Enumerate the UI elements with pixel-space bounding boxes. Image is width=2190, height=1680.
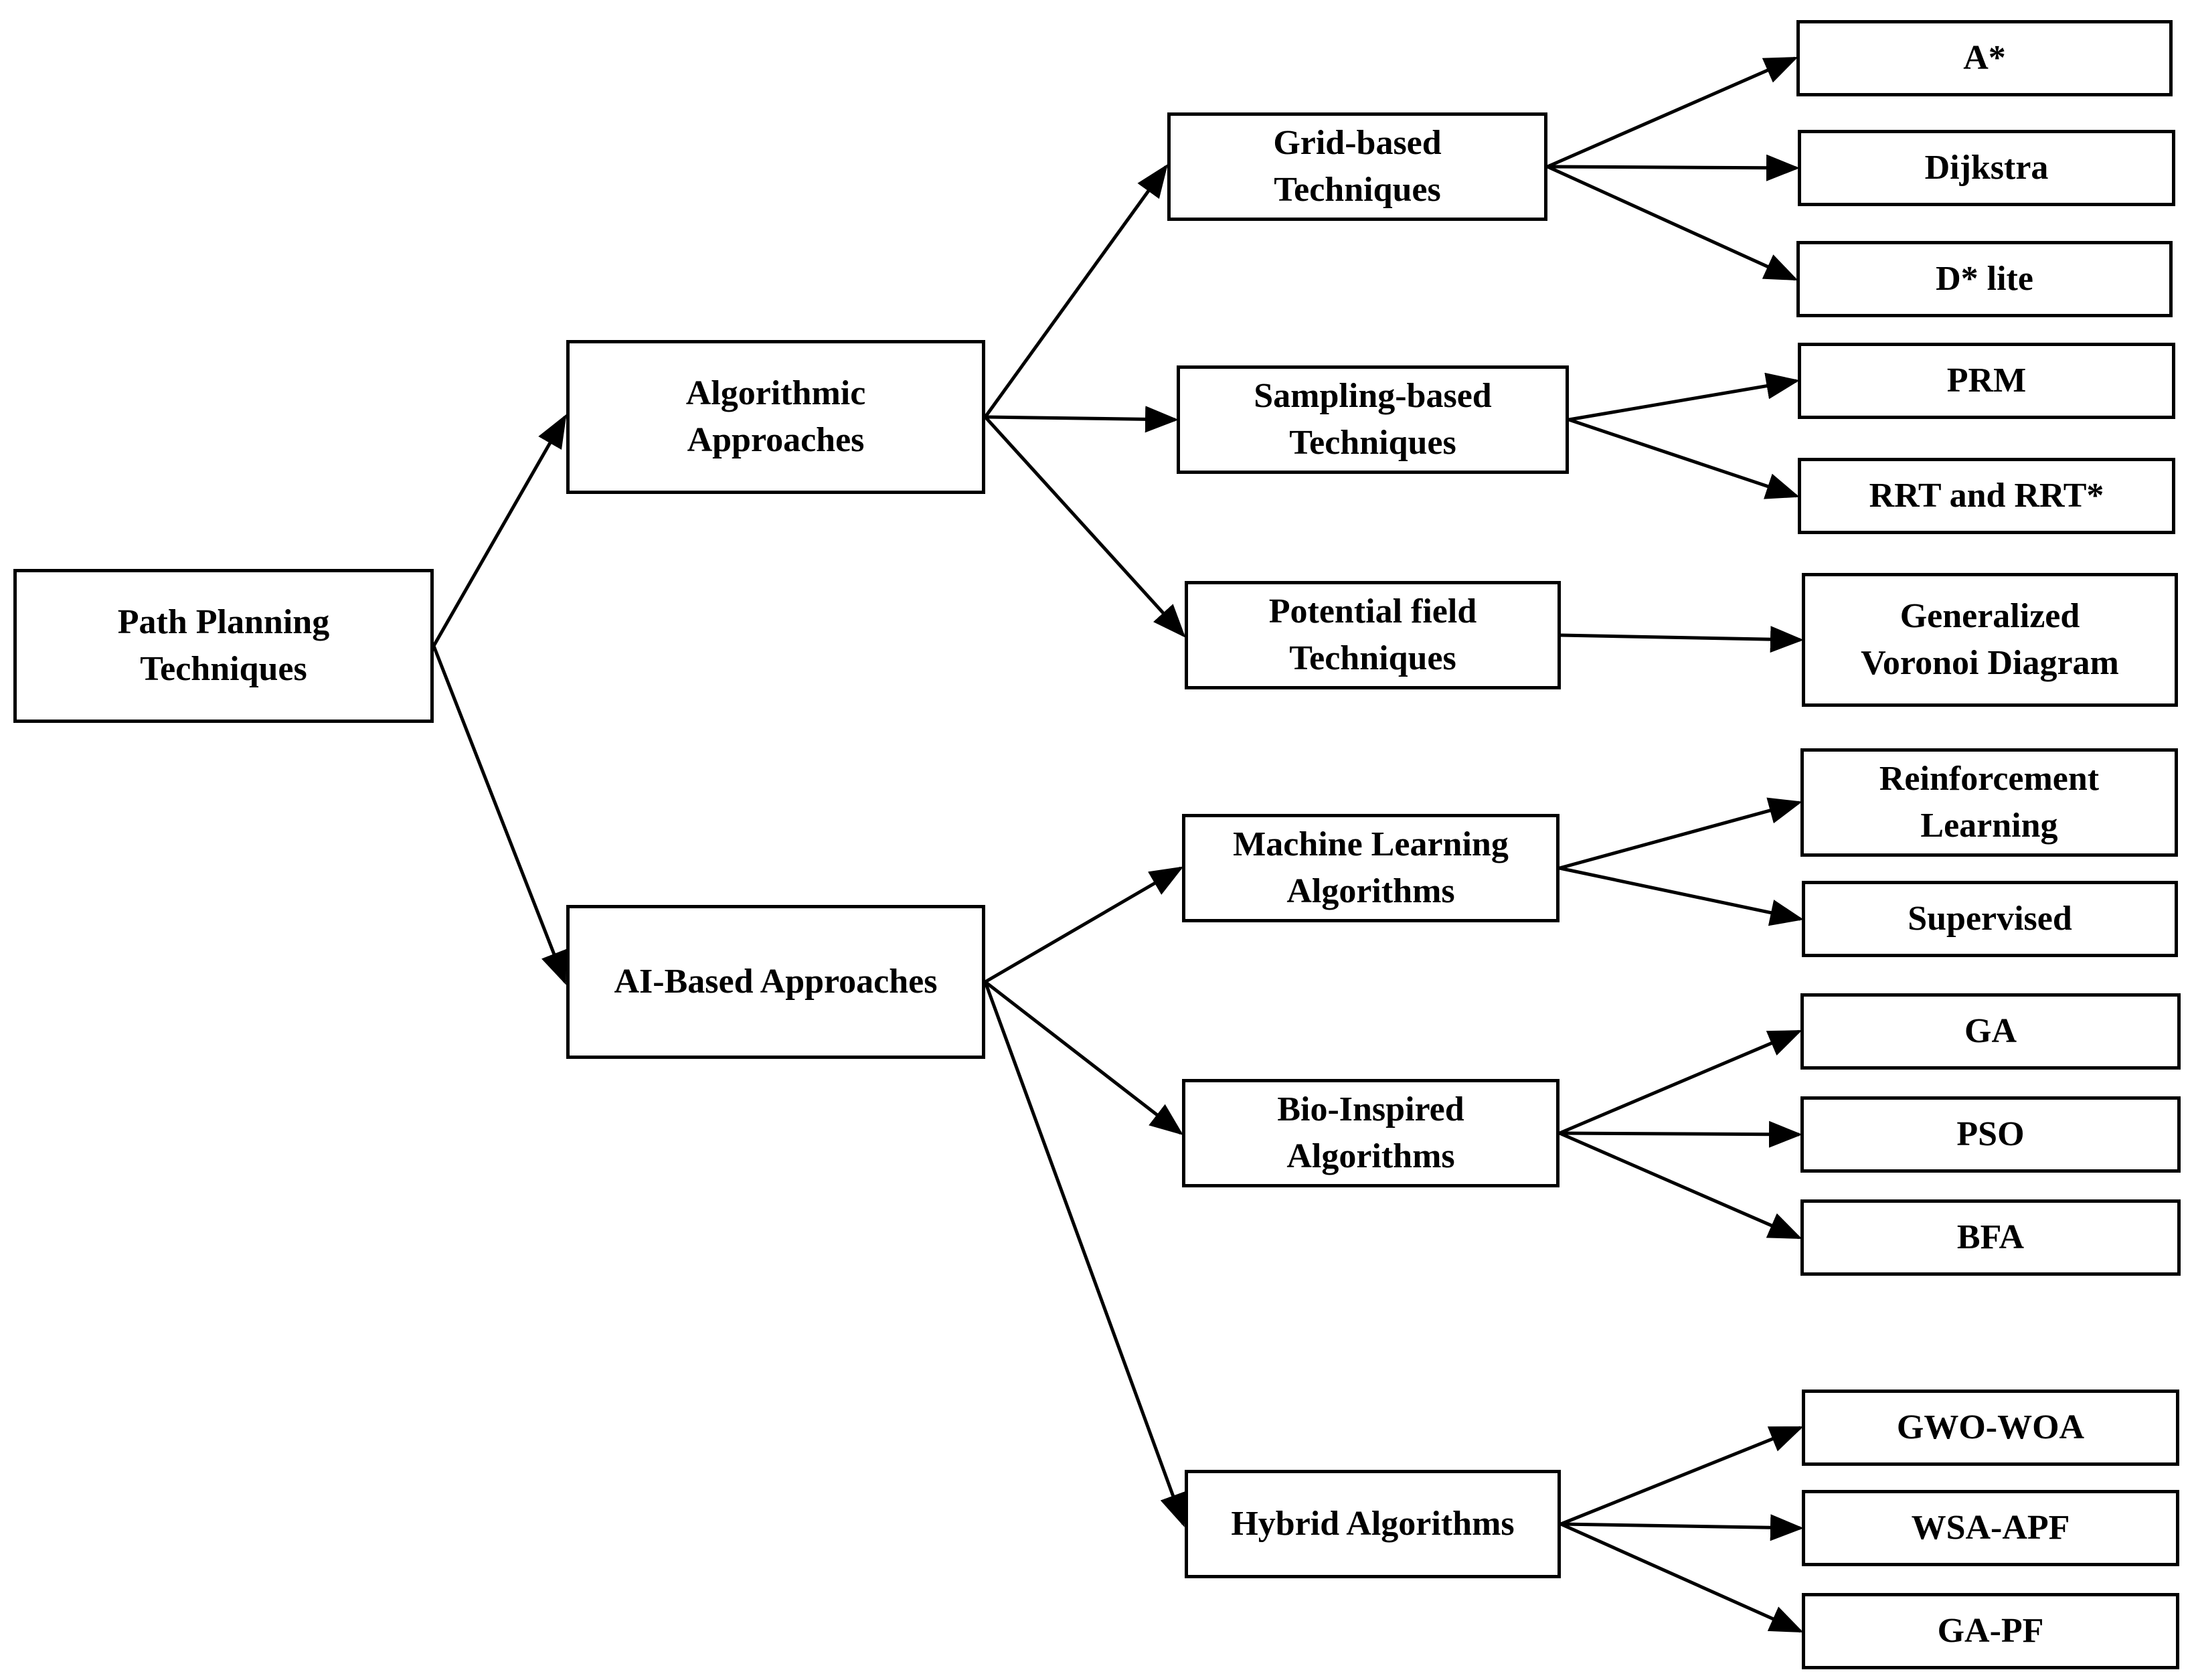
node-label: Grid-based Techniques	[1273, 124, 1442, 209]
edge-group	[432, 56, 1804, 1633]
node-reinforcement-learning: Reinforcement Learning	[1800, 748, 2178, 857]
node-grid-based-techniques: Grid-based Techniques	[1167, 112, 1547, 221]
node-label: GWO-WOA	[1896, 1408, 2085, 1446]
edge-hybrid-to-wsa	[1560, 1514, 1804, 1541]
node-label: Dijkstra	[1924, 149, 2049, 187]
node-bfa: BFA	[1800, 1199, 2181, 1276]
edge-bio-to-pso	[1559, 1120, 1802, 1148]
node-sampling-based-techniques: Sampling-based Techniques	[1177, 365, 1569, 474]
node-ga-pf: GA-PF	[1802, 1593, 2179, 1669]
node-label: PRM	[1946, 361, 2027, 400]
node-pso: PSO	[1800, 1096, 2181, 1173]
edge-grid-to-dstar	[1546, 165, 1798, 281]
node-generalized-voronoi-diagram: Generalized Voronoi Diagram	[1802, 573, 2178, 707]
node-prm: PRM	[1798, 343, 2175, 419]
node-label: Machine Learning Algorithms	[1233, 825, 1509, 910]
node-label: A*	[1963, 39, 2006, 77]
edge-hybrid-to-gapf	[1560, 1522, 1804, 1633]
node-label: Supervised	[1908, 900, 2072, 938]
edge-bio-to-bfa	[1559, 1131, 1802, 1240]
node-machine-learning-algorithms: Machine Learning Algorithms	[1182, 814, 1560, 922]
node-hybrid-algorithms: Hybrid Algorithms	[1185, 1470, 1561, 1578]
node-rrt-and-rrt-star: RRT and RRT*	[1798, 458, 2175, 534]
node-potential-field-techniques: Potential field Techniques	[1185, 581, 1561, 689]
node-ai-based-approaches: AI-Based Approaches	[566, 905, 985, 1059]
node-d-star-lite: D* lite	[1796, 241, 2173, 317]
edge-hybrid-to-gwo	[1560, 1426, 1804, 1526]
edge-root-to-ai_based	[432, 645, 567, 985]
edge-ai_based-to-ml	[984, 866, 1184, 984]
node-path-planning-techniques: Path Planning Techniques	[13, 569, 434, 723]
edge-grid-to-astar	[1546, 56, 1798, 169]
node-wsa-apf: WSA-APF	[1802, 1490, 2179, 1566]
edge-bio-to-ga	[1559, 1029, 1802, 1135]
node-label: Bio-Inspired Algorithms	[1277, 1090, 1464, 1175]
node-ga: GA	[1800, 993, 2181, 1070]
edge-potential-to-gvd	[1560, 626, 1804, 653]
edge-algorithmic-to-sampling	[985, 406, 1179, 433]
edge-algorithmic-to-grid	[983, 163, 1168, 418]
edge-ml-to-rl	[1559, 797, 1802, 870]
node-a-star: A*	[1796, 20, 2173, 96]
edge-sampling-to-prm	[1568, 372, 1800, 422]
node-gwo-woa: GWO-WOA	[1802, 1390, 2179, 1466]
edge-sampling-to-rrt	[1568, 418, 1800, 499]
node-label: GA	[1964, 1012, 2017, 1050]
node-label: Generalized Voronoi Diagram	[1861, 597, 2119, 682]
node-label: AI-Based Approaches	[614, 962, 938, 1001]
edge-ai_based-to-hybrid	[983, 981, 1186, 1527]
node-label: Sampling-based Techniques	[1254, 377, 1492, 462]
edge-ml-to-supervised	[1559, 866, 1804, 926]
edge-ai_based-to-bio	[984, 981, 1183, 1136]
node-label: Path Planning Techniques	[117, 603, 330, 688]
node-label: BFA	[1956, 1218, 2025, 1256]
node-label: Reinforcement Learning	[1879, 760, 2100, 845]
node-label: D* lite	[1936, 260, 2033, 298]
node-label: RRT and RRT*	[1869, 477, 2104, 515]
node-supervised: Supervised	[1802, 881, 2178, 957]
node-bio-inspired-algorithms: Bio-Inspired Algorithms	[1182, 1079, 1560, 1187]
node-label: Hybrid Algorithms	[1231, 1505, 1515, 1543]
node-label: PSO	[1956, 1115, 2025, 1153]
node-dijkstra: Dijkstra	[1798, 130, 2175, 206]
node-label: GA-PF	[1937, 1612, 2044, 1650]
edge-grid-to-dijkstra	[1547, 154, 1800, 181]
node-algorithmic-approaches: Algorithmic Approaches	[566, 340, 985, 494]
edge-root-to-algorithmic	[432, 414, 567, 647]
node-label: WSA-APF	[1911, 1509, 2070, 1547]
node-label: Algorithmic Approaches	[685, 374, 866, 459]
edge-algorithmic-to-potential	[984, 416, 1186, 638]
node-label: Potential field Techniques	[1268, 592, 1477, 677]
